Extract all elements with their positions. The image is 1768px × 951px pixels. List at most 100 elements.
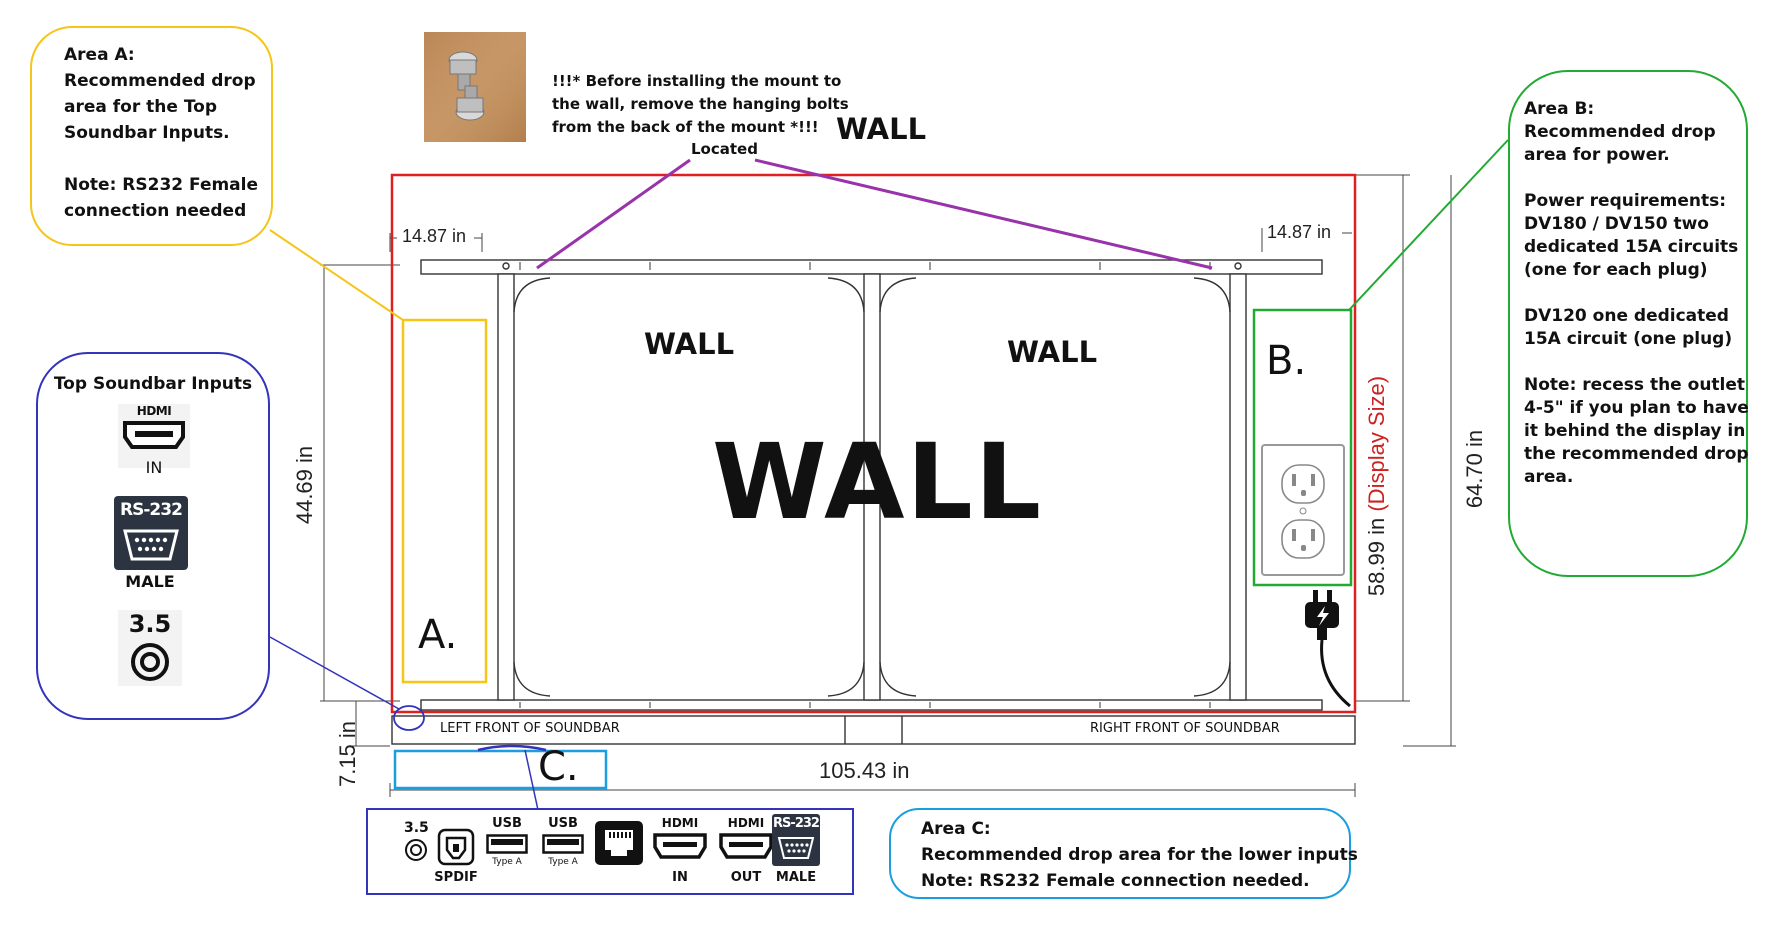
spdif-port-icon [437, 828, 475, 866]
hanging-bolts-photo [424, 32, 526, 142]
area-b-note-line: DV180 / DV150 two [1524, 214, 1709, 234]
area-b-note-line [1524, 282, 1746, 305]
usb2-label: USB [548, 816, 578, 831]
bolt-pointer-right [754, 158, 1213, 270]
display-outline [390, 173, 1357, 714]
bolt-pointer-left [536, 158, 691, 270]
area-a-note-line: Recommended drop [64, 71, 256, 91]
area-b-note-line: the recommended drop [1524, 444, 1749, 464]
lower-rs232-logo: RS-232 [773, 816, 820, 831]
area-b-box [1252, 308, 1353, 587]
soundbar-height-dimension: 7.15 in [335, 720, 360, 788]
wall-label-top: WALL [836, 112, 927, 146]
wall-label-left: WALL [644, 327, 735, 361]
usb2-type-label: Type A [548, 857, 578, 867]
soundbar-outline [391, 715, 1356, 745]
usb1-type-label: Type A [492, 857, 522, 867]
area-b-note-line: 4-5" if you plan to have [1524, 398, 1749, 418]
lower-audio-logo: 3.5 [404, 820, 429, 836]
top-soundbar-inputs-panel: Top Soundbar Inputs HDMI IN RS-232 MALE [36, 352, 270, 720]
wall-mount-frame [420, 259, 1323, 711]
area-c-note: Area C: Recommended drop area for the low… [889, 808, 1358, 899]
width-dimension: 105.43 in [819, 758, 910, 783]
area-b-letter: B. [1266, 338, 1307, 384]
hdmi-out-port-icon [719, 833, 773, 859]
wall-label-right: WALL [1007, 335, 1098, 369]
hdmi-out-logo: HDMI [727, 816, 765, 830]
area-b-note-line: Recommended drop [1524, 122, 1716, 142]
lower-inputs-marker [477, 744, 547, 752]
audio-jack-icon [405, 839, 427, 861]
usb1-label: USB [492, 816, 522, 831]
area-b-note: Area B: Recommended drop area for power. P… [1508, 70, 1749, 577]
area-a-box [401, 318, 488, 684]
area-a-note-line [64, 146, 271, 172]
area-a-letter: A. [418, 612, 458, 658]
area-b-note-line: it behind the display in [1524, 421, 1746, 441]
area-c-note-line: Area C: [921, 819, 991, 839]
area-a-note-line: connection needed [64, 201, 247, 221]
area-a-note-line: Note: RS232 Female [64, 175, 259, 195]
right-offset-dimension: 14.87 in [1267, 222, 1332, 242]
display-size-dimension: 58.99 in (Display Size) [1364, 351, 1390, 621]
hdmi-in-caption: IN [145, 458, 163, 477]
usb2-port-icon [542, 834, 584, 854]
hdmi-in-label: IN [672, 870, 688, 885]
power-outlet-icon [1261, 444, 1345, 576]
top-inputs-marker [393, 705, 425, 731]
rs232-male-icon: RS-232 [114, 496, 188, 570]
hdmi-logo: HDMI [136, 404, 172, 418]
area-a-note-line: Soundbar Inputs. [64, 123, 230, 143]
ethernet-port-icon [595, 821, 643, 865]
area-b-note-line: 15A circuit (one plug) [1524, 329, 1733, 349]
area-b-note-line [1524, 167, 1746, 190]
mount-height-dimension: 44.69 in [292, 445, 317, 525]
usb1-port-icon [486, 834, 528, 854]
hdmi-in-icon: HDMI [118, 404, 190, 468]
area-b-note-line: DV120 one dedicated [1524, 306, 1729, 326]
hdmi-out-label: OUT [730, 870, 762, 885]
rs232-male-caption: MALE [125, 572, 175, 591]
top-inputs-connector [269, 636, 400, 710]
left-offset-dimension: 14.87 in [402, 226, 467, 246]
area-b-note-line: area for power. [1524, 145, 1670, 165]
lower-inputs-connector [524, 749, 539, 811]
bolt-warning: !!!* Before installing the mount to the … [552, 72, 849, 136]
dimension-lines [320, 174, 1456, 797]
area-b-note-line [1524, 351, 1746, 374]
area-b-note-line: Power requirements: [1524, 191, 1726, 211]
audio-35-icon: 3.5 [118, 610, 182, 686]
rs232-logo: RS-232 [120, 500, 183, 520]
audio-35-logo: 3.5 [128, 610, 172, 638]
bolt-located-label: Located [691, 140, 758, 158]
area-c-note-line: Recommended drop area for the lower inpu… [921, 845, 1358, 865]
area-a-note-line: area for the Top [64, 97, 218, 117]
area-c-box [393, 749, 608, 790]
area-b-note-line: Area B: [1524, 99, 1595, 119]
area-c-letter: C. [538, 744, 579, 790]
lower-rs232-label: MALE [775, 870, 817, 885]
area-a-connector [269, 229, 404, 321]
total-height-dimension: 64.70 in [1462, 429, 1487, 509]
area-c-note-line: Note: RS232 Female connection needed. [921, 871, 1310, 891]
area-b-note-line: dedicated 15A circuits [1524, 237, 1739, 257]
lower-inputs-panel: 3.5 SPDIF USB Type A USB Type A [366, 808, 854, 895]
lower-rs232-icon: RS-232 [772, 814, 820, 866]
left-soundbar-label: LEFT FRONT OF SOUNDBAR [440, 721, 620, 736]
area-b-note-line: Note: recess the outlet [1524, 375, 1746, 395]
area-b-note-line: (one for each plug) [1524, 260, 1708, 280]
hdmi-in-port-icon [653, 833, 707, 859]
spdif-label: SPDIF [434, 870, 478, 885]
power-plug-icon [1305, 590, 1351, 708]
right-soundbar-label: RIGHT FRONT OF SOUNDBAR [1090, 721, 1280, 736]
wall-label-center: WALL [712, 421, 1044, 543]
top-inputs-title: Top Soundbar Inputs [53, 374, 253, 394]
display-size-value: 58.99 in [1364, 517, 1389, 597]
area-a-note-line: Area A: [64, 45, 135, 65]
hdmi-in-logo: HDMI [661, 816, 699, 830]
area-b-connector [1348, 139, 1509, 311]
area-b-note-line: area. [1524, 467, 1574, 487]
